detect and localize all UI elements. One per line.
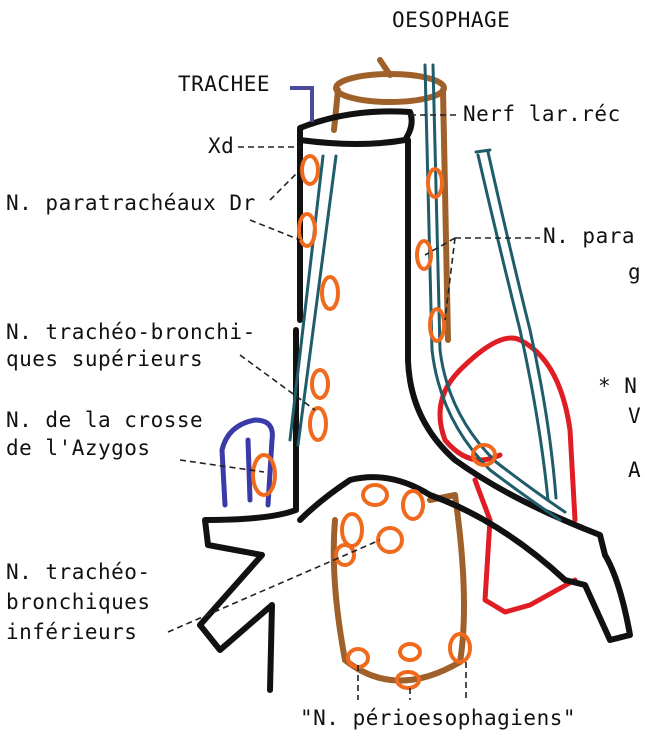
label-tracheo-sup-1: N. trachéo-bronchi- (6, 322, 256, 343)
recurrent-laryngeal-nerves (290, 65, 565, 520)
azygos-vein (222, 420, 272, 505)
label-tracheo-inf-2: bronchiques (6, 592, 151, 613)
label-star-a: A (628, 460, 641, 481)
label-xd: Xd (208, 136, 234, 157)
label-oesophage: OESOPHAGE (392, 10, 510, 31)
label-crosse-1: N. de la crosse (6, 410, 203, 431)
label-paratracheaux-dr: N. paratrachéaux Dr (6, 193, 256, 214)
label-trachee: TRACHEE (178, 74, 270, 95)
trachee-pointer (290, 88, 312, 122)
label-para-g-2: g (628, 262, 641, 283)
label-tracheo-inf-3: inférieurs (6, 622, 137, 643)
label-crosse-2: de l'Azygos (6, 438, 151, 459)
label-nerf-lar-rec: Nerf lar.réc (463, 104, 621, 125)
label-star-v: V (628, 406, 641, 427)
label-periosophagiens: "N. périoesophagiens" (300, 708, 576, 729)
label-tracheo-inf-1: N. trachéo- (6, 562, 151, 583)
label-star-n: * N (598, 376, 637, 397)
label-para-g-1: N. para (543, 226, 635, 247)
label-tracheo-sup-2: ques supérieurs (6, 349, 203, 370)
